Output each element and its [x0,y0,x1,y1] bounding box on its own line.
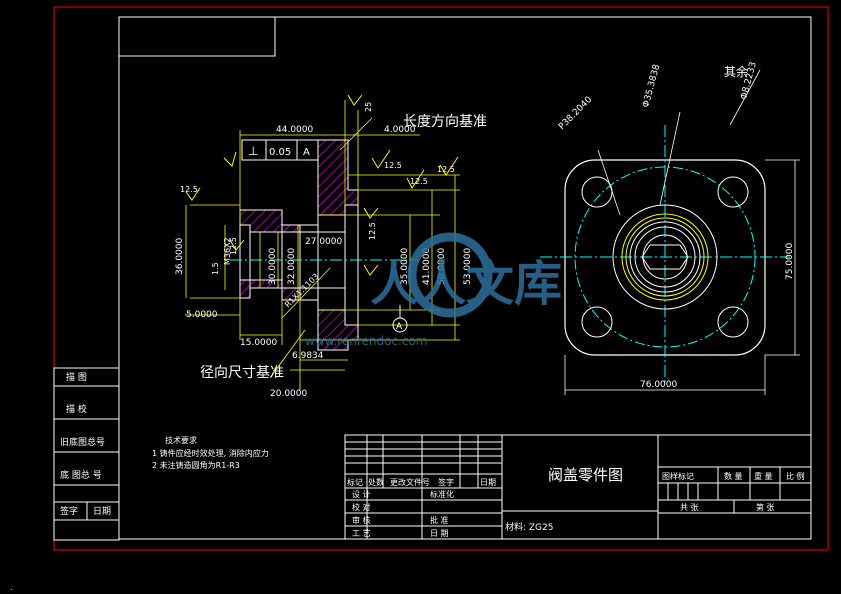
roughness-2: 12.5 [384,161,402,170]
bolt-hole-bl [581,306,613,338]
dim-75: 75.0000 [785,243,795,280]
strip-cell-2: 旧底图总号 [60,436,105,448]
stage-header-1: 数 量 [724,471,743,481]
rev-header-0: 标记 [347,477,363,487]
outer-border [53,6,829,551]
title-block-grid [344,434,812,540]
strip-cell-1: 描 校 [66,403,87,415]
tolerance-datum: A [303,147,310,158]
bolt-hole-tl [581,176,613,208]
stage-header-0: 图样标记 [662,471,694,481]
stage-header-3: 比 例 [786,471,805,481]
row-left-0: 设 计 [352,489,371,499]
dim-5: 5.0000 [186,310,218,320]
rev-header-3: 签字 [438,477,454,487]
radial-datum-label: 径向尺寸基准 [200,364,284,381]
row-mid-0: 标准化 [430,489,454,499]
row-left-2: 审 核 [352,515,371,525]
roughness-7: 25 [364,102,373,112]
tolerance-value: 0.05 [269,147,291,158]
tech-req-line-2: 2 未注铸造圆角为R1-R3 [152,460,240,470]
stage-header-2: 重 量 [754,471,773,481]
watermark-text: 人人文库 [370,256,562,312]
dim-4: 4.0000 [384,125,416,135]
dim-20: 20.0000 [270,389,307,399]
dim-27: 27.0000 [305,237,342,247]
tech-req-title: 技术要求 [165,435,197,445]
bolt-hole-tr [717,176,749,208]
row-left-1: 校 对 [352,502,371,512]
dim-41: 41.0000 [422,248,432,285]
corner-dot: . [10,583,13,592]
pcd-2: Φ35.3838 [641,63,662,109]
dim-36: 36.0000 [175,238,185,275]
end-view [540,125,790,385]
tolerance-symbol: ⊥ [248,144,258,158]
strip-cell-5: 日期 [93,506,111,517]
dim-53: 53.0000 [463,248,473,285]
rev-header-2: 更改文件号 [390,477,430,487]
watermark: 人人文库 www.renrendoc.com [305,232,562,348]
row-mid-2: 批 准 [430,515,449,525]
tech-req-line-1: 1 铸件应经时效处理, 消除内应力 [152,448,269,458]
datum-a-label: A [396,322,403,332]
rev-header-1: 处数 [368,477,384,487]
dim-thread: M36X2 [223,237,232,265]
strip-cell-3: 底 图总 号 [60,469,102,481]
tolerance-frame [241,139,319,161]
dim-76: 76.0000 [640,380,677,390]
sheet-current: 第 张 [756,502,775,512]
dim-44: 44.0000 [276,125,313,135]
roughness-1: 12.5 [180,185,198,194]
sheet-total: 共 张 [680,503,699,512]
dim-15: 15.0000 [240,338,277,348]
rest-label: 其余 [724,64,748,79]
dim-35: 35.0000 [400,248,410,285]
dim-r15: 1.5 [211,262,220,275]
row-mid-3: 日 期 [430,529,449,538]
strip-cell-4: 签字 [60,505,78,517]
roughness-4: 12.5 [437,165,455,174]
section-dim-lines [185,100,460,390]
top-left-label-box [118,16,276,57]
row-left-3: 工 艺 [352,529,371,538]
dim-6: 6.9834 [292,351,324,361]
rev-header-4: 日期 [480,478,496,487]
end-view-dims [564,69,800,395]
material: 材料: ZG25 [505,521,554,533]
roughness-6: 12.5 [229,237,238,255]
part-name: 阀盖零件图 [548,466,623,484]
dim-32: 32.0000 [287,248,297,285]
bolt-hole-br [717,306,749,338]
roughness-3: 12.5 [410,177,428,186]
surface-finish-symbols [185,94,459,276]
pcd-1: P38.2040 [557,95,594,132]
dim-30: 30.0000 [268,248,278,285]
strip-cell-0: 描 图 [66,371,87,383]
length-datum-label: 长度方向基准 [403,113,487,130]
roughness-5: 12.5 [368,222,377,240]
watermark-url: www.renrendoc.com [305,334,427,348]
left-strip-table [53,367,120,541]
dim-50: 50.0000 [437,248,447,285]
